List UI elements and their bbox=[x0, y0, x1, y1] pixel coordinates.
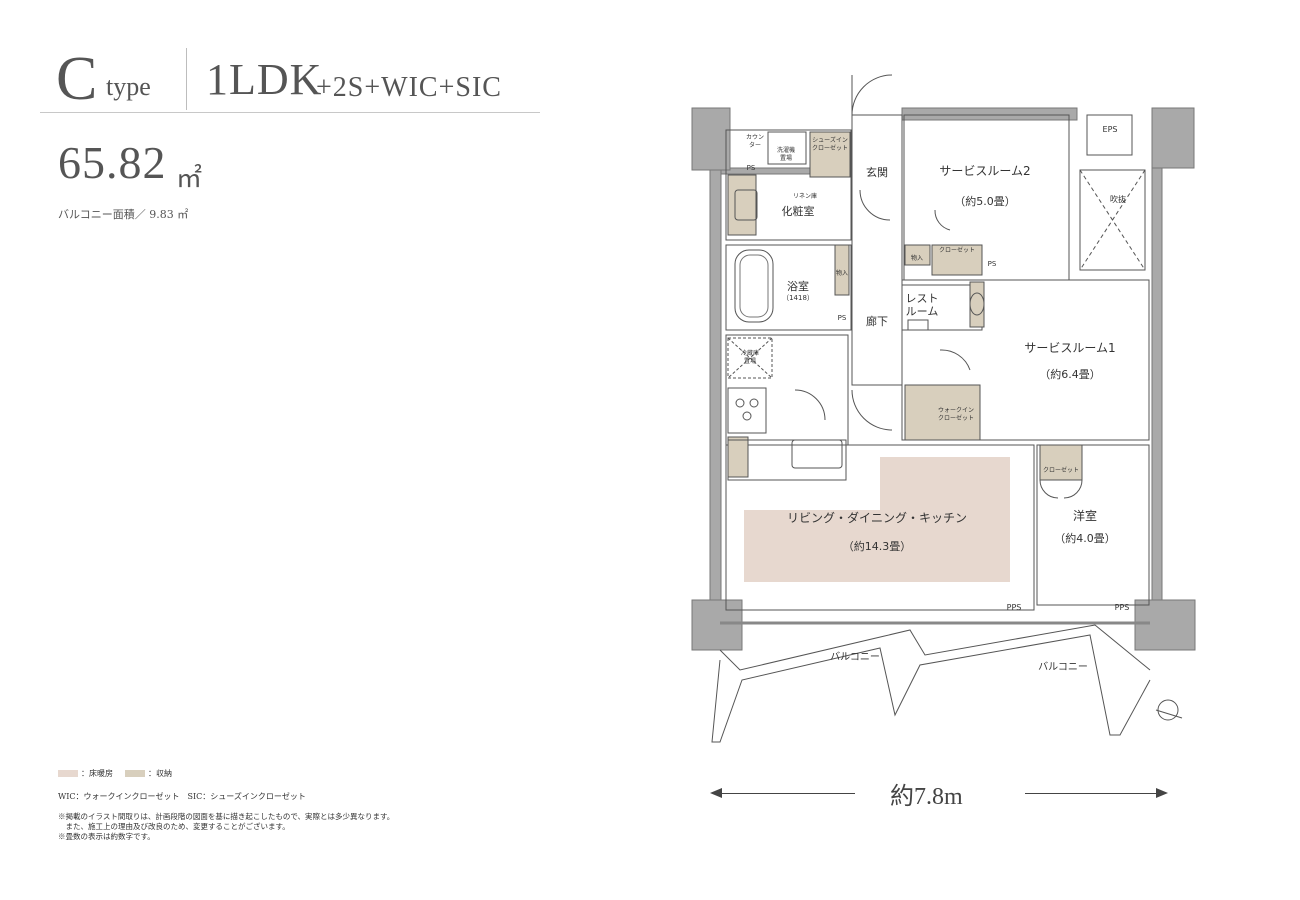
balcony-left-label: バルコニー bbox=[830, 651, 880, 663]
notes: ※掲載のイラスト間取りは、計画段階の図面を基に描き起こしたもので、実際とは多少異… bbox=[58, 812, 394, 842]
compass bbox=[1157, 699, 1179, 721]
floor-heating-label: ：床暖房 bbox=[81, 769, 113, 778]
closet-label: クローゼット bbox=[939, 246, 975, 254]
wall-right bbox=[1151, 167, 1163, 624]
floor-area-unit: ㎡ bbox=[176, 164, 203, 193]
closet-label: クローゼット bbox=[1043, 466, 1079, 474]
toilet-label-line2: ルーム bbox=[906, 305, 939, 318]
western-room-size: （約4.0畳） bbox=[1054, 531, 1116, 545]
header-rule bbox=[40, 112, 540, 113]
dimension-arrow-right bbox=[1156, 788, 1168, 798]
sic-label-line1: シューズイン bbox=[812, 136, 848, 144]
plan-layout-suffix: +2S+WIC+SIC bbox=[316, 72, 502, 103]
balcony-outline bbox=[719, 624, 1151, 671]
sic-label-line2: クローゼット bbox=[812, 144, 848, 152]
toilet-label-line1: レスト bbox=[906, 292, 939, 305]
plan-layout-main: 1LDK bbox=[206, 55, 323, 104]
service-room-1-label: サービスルーム1 bbox=[1024, 341, 1115, 355]
storage-in-label: 物入 bbox=[911, 254, 923, 262]
bathtub bbox=[734, 249, 774, 323]
storage-swatch bbox=[125, 770, 145, 777]
ldk-label: リビング・ダイニング・キッチン bbox=[787, 510, 967, 525]
type-word: type bbox=[106, 72, 151, 101]
balcony-area: バルコニー面積／ 9.83 ㎡ bbox=[58, 208, 189, 221]
toilet bbox=[969, 292, 985, 316]
storage-in-label: 物入 bbox=[836, 269, 848, 277]
column-bottom-right bbox=[1134, 599, 1196, 651]
wic-label-line2: クローゼット bbox=[938, 414, 974, 422]
pps-right-label: PPS bbox=[1115, 603, 1130, 612]
western-room-label: 洋室 bbox=[1073, 508, 1097, 523]
ldk-size: （約14.3畳） bbox=[843, 539, 912, 553]
service-room-1-size: （約6.4畳） bbox=[1039, 367, 1101, 381]
balcony-right-label: バルコニー bbox=[1038, 661, 1088, 673]
wall-left bbox=[709, 167, 722, 624]
hall-label: 廊下 bbox=[866, 314, 888, 328]
service-room-2-label: サービスルーム2 bbox=[939, 164, 1030, 178]
eps-label: EPS bbox=[1103, 125, 1118, 134]
wic-label-line1: ウォークイン bbox=[938, 406, 974, 414]
abbreviations: WIC：ウォークインクローゼット SIC：シューズインクローゼット bbox=[58, 792, 306, 801]
floor-heating-swatch bbox=[58, 770, 78, 777]
counter-label-line2: ター bbox=[749, 141, 761, 149]
ps-label: PS bbox=[747, 164, 756, 172]
dimension-line-right bbox=[1025, 793, 1158, 794]
fridge-label-line2: 置場 bbox=[744, 357, 756, 365]
linen-label: リネン庫 bbox=[793, 192, 817, 200]
dimension-arrow-left bbox=[710, 788, 722, 798]
floor-area-value: 65.82 bbox=[58, 137, 167, 188]
legend: ：床暖房 ：収納 bbox=[58, 768, 172, 779]
stove bbox=[727, 387, 767, 434]
ldk-floor-heating-area bbox=[744, 457, 1010, 582]
header-separator bbox=[186, 48, 187, 110]
column-top-left bbox=[691, 107, 731, 171]
fridge-label-line1: 冷蔵庫 bbox=[741, 349, 759, 357]
dimension-label: 約7.8m bbox=[890, 784, 963, 810]
void-label: 吹抜 bbox=[1110, 194, 1126, 204]
note-line: また、施工上の理由及び改良のため、変更することがございます。 bbox=[58, 822, 290, 831]
column-top-right bbox=[1151, 107, 1195, 169]
washer-label-line1: 洗濯機 bbox=[777, 146, 795, 154]
note-line: ※畳数の表示は約数字です。 bbox=[58, 832, 155, 841]
dimension-line-left bbox=[720, 793, 855, 794]
column-bottom-left bbox=[691, 599, 743, 651]
kitchen-sink bbox=[791, 439, 843, 469]
powder-room-label: 化粧室 bbox=[782, 204, 815, 218]
note-line: ※掲載のイラスト間取りは、計画段階の図面を基に描き起こしたもので、実際とは多少異… bbox=[58, 812, 395, 821]
washer-label-line2: 置場 bbox=[780, 154, 792, 162]
counter-label-line1: カウン bbox=[746, 133, 764, 141]
fridge-spot bbox=[727, 337, 773, 379]
floor-plan: サービスルーム2 （約5.0畳） サービスルーム1 （約6.4畳） リビング・ダ… bbox=[691, 74, 1196, 743]
wall-top-right bbox=[901, 107, 1078, 121]
bath-label: 浴室 bbox=[787, 279, 809, 293]
storage-label: ：収納 bbox=[148, 769, 172, 778]
service-room-2-size: （約5.0畳） bbox=[954, 194, 1016, 208]
ps-label: PS bbox=[988, 260, 997, 268]
bath-size: （1418） bbox=[782, 294, 814, 302]
ps-label: PS bbox=[838, 314, 847, 322]
pps-left-label: PPS bbox=[1007, 603, 1022, 612]
entrance-label: 玄関 bbox=[866, 165, 888, 179]
type-letter: C bbox=[56, 45, 98, 113]
